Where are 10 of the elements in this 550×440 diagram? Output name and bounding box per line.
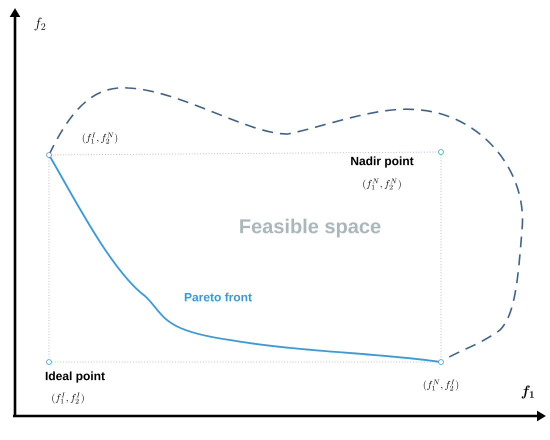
coordinate-label: $(f_1^N, f_2^I)$ <box>424 380 458 390</box>
point-label: Ideal point <box>46 371 105 383</box>
axis-label: $f_2$ <box>34 17 46 31</box>
curve-label: Pareto front <box>184 292 252 302</box>
axis-label: $f_1$ <box>522 386 534 398</box>
coordinate-label: $(f_1^I, f_2^N)$ <box>82 132 118 144</box>
region-label: Feasible space <box>240 218 380 238</box>
point-label: Nadir point <box>351 156 414 168</box>
coordinate-label: $(f_1^I, f_2^I)$ <box>52 392 84 404</box>
coordinate-label: $(f_1^N, f_2^N)$ <box>363 178 401 190</box>
